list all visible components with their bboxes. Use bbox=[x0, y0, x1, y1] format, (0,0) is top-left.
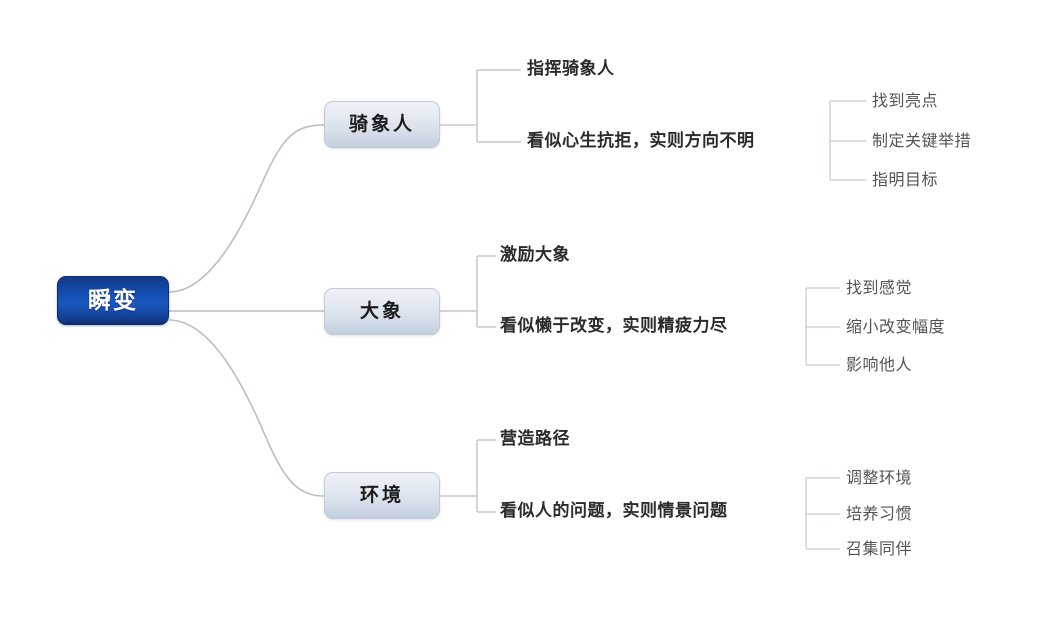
edge-root-to-rider bbox=[168, 124, 325, 293]
topic-label-rider-1[interactable]: 指挥骑象人 bbox=[527, 59, 615, 79]
branch-node-rider[interactable]: 骑象人 bbox=[324, 101, 440, 148]
sub-label-elephant-3[interactable]: 影响他人 bbox=[846, 355, 913, 374]
branch-node-elephant[interactable]: 大象 bbox=[324, 288, 440, 335]
sub-label-elephant-1[interactable]: 找到感觉 bbox=[846, 278, 913, 297]
sub-label-path-2[interactable]: 培养习惯 bbox=[846, 504, 913, 523]
branch-node-label: 大象 bbox=[359, 300, 404, 322]
topic-label-path-1[interactable]: 营造路径 bbox=[500, 429, 570, 449]
topic-label-rider-2[interactable]: 看似心生抗拒，实则方向不明 bbox=[527, 131, 755, 151]
branch-node-label: 环境 bbox=[359, 484, 404, 506]
root-node-label: 瞬变 bbox=[88, 287, 138, 314]
topic-label-elephant-1[interactable]: 激励大象 bbox=[500, 245, 570, 265]
topic-label-elephant-2[interactable]: 看似懒于改变，实则精疲力尽 bbox=[500, 316, 728, 336]
sub-label-rider-2[interactable]: 制定关键举措 bbox=[872, 131, 972, 150]
sub-label-rider-1[interactable]: 找到亮点 bbox=[872, 91, 939, 110]
branch-node-path[interactable]: 环境 bbox=[324, 472, 440, 519]
topic-label-path-2[interactable]: 看似人的问题，实则情景问题 bbox=[500, 501, 728, 521]
sub-label-elephant-2[interactable]: 缩小改变幅度 bbox=[846, 317, 946, 336]
sub-label-path-3[interactable]: 召集同伴 bbox=[846, 539, 913, 558]
sub-label-rider-3[interactable]: 指明目标 bbox=[872, 170, 939, 189]
branch-node-label: 骑象人 bbox=[348, 113, 415, 135]
root-node[interactable]: 瞬变 bbox=[57, 276, 169, 325]
sub-label-path-1[interactable]: 调整环境 bbox=[846, 468, 913, 487]
edge-root-to-path bbox=[168, 319, 325, 497]
